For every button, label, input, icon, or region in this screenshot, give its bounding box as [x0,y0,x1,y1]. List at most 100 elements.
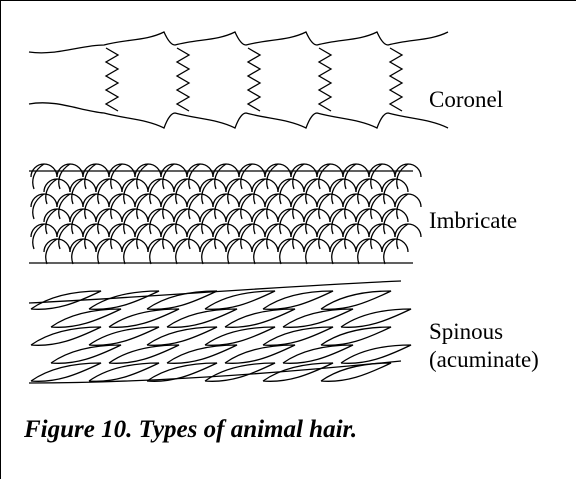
imbricate-scale [304,209,330,234]
imbricate-scale [96,209,122,234]
imbricate-scale [226,239,252,264]
imbricate-scale [109,194,135,219]
imbricate-scale [330,209,356,234]
imbricate-scale [31,164,57,189]
imbricate-scale [226,209,252,234]
spinous-scale [225,309,295,327]
imbricate-scale [343,194,369,219]
spinous-scale [205,363,275,381]
imbricate-scale [278,209,304,234]
imbricate-scale [70,239,96,264]
imbricate-scale [304,179,330,204]
imbricate-scale [291,164,317,189]
spinous-scale [109,345,179,363]
imbricate-scale [31,224,57,249]
coronal-scale-edge [106,48,118,111]
imbricate-scale [369,194,395,219]
spinous-scale [167,345,237,363]
spinous-scale [283,345,353,363]
spinous-scale [263,291,333,309]
imbricate-scale [291,224,317,249]
spinous-scale [283,309,353,327]
spinous-scale [109,309,179,327]
coronal-hair-illustration [29,32,448,128]
spinous-scale [321,327,391,345]
imbricate-scale [174,239,200,264]
coronal-scale-edge [319,48,331,111]
spinous-hair-illustration [29,281,411,383]
coronal-top-outline [29,32,448,53]
imbricate-scale [356,179,382,204]
imbricate-scale [369,164,395,189]
imbricate-scale [239,164,265,189]
imbricate-scale [148,209,174,234]
imbricate-scale [148,179,174,204]
imbricate-scale [200,179,226,204]
imbricate-scale [122,179,148,204]
imbricate-scale [239,224,265,249]
imbricate-scale [44,239,70,264]
imbricate-scale [161,194,187,219]
imbricate-scale [213,224,239,249]
imbricate-scale [304,239,330,264]
imbricate-scale [122,209,148,234]
spinous-scale [321,291,391,309]
imbricate-scale [122,239,148,264]
coronal-label: Coronel [429,87,503,113]
spinous-scale [31,363,101,381]
imbricate-scale [226,179,252,204]
imbricate-scale [31,194,57,219]
imbricate-scale [135,164,161,189]
coronal-scale-edge [177,48,189,111]
spinous-scale [225,345,295,363]
imbricate-scale [174,209,200,234]
imbricate-scale [200,209,226,234]
imbricate-scale [330,179,356,204]
imbricate-scale [44,209,70,234]
imbricate-scale [57,194,83,219]
spinous-scale [205,291,275,309]
imbricate-scale [239,194,265,219]
spinous-scale [341,309,411,327]
imbricate-scale [343,224,369,249]
imbricate-scale [161,164,187,189]
spinous-scale [89,291,159,309]
spinous-scale [51,309,121,327]
imbricate-scale [200,239,226,264]
spinous-scale [51,345,121,363]
spinous-label-subtitle: (acuminate) [429,347,539,373]
spinous-scale [89,363,159,381]
imbricate-scale [96,239,122,264]
imbricate-scale [317,224,343,249]
imbricate-scale [161,224,187,249]
imbricate-scale [343,164,369,189]
imbricate-label: Imbricate [429,208,517,234]
imbricate-scale [265,224,291,249]
imbricate-scale [382,179,408,204]
imbricate-scale [395,164,421,189]
imbricate-scale [187,194,213,219]
spinous-scale [263,327,333,345]
imbricate-scale [57,164,83,189]
imbricate-scale [252,179,278,204]
imbricate-scale [356,209,382,234]
coronal-scale-edge [390,48,402,111]
imbricate-scale [83,224,109,249]
imbricate-hair-illustration [29,164,421,264]
spinous-scale [167,309,237,327]
spinous-label: Spinous [429,319,503,345]
spinous-scale [147,327,217,345]
imbricate-scale [109,224,135,249]
imbricate-scale [252,209,278,234]
figure-caption: Figure 10. Types of animal hair. [24,416,357,444]
imbricate-scale [70,209,96,234]
coronal-scale-edge [248,48,260,111]
imbricate-scale [291,194,317,219]
imbricate-scale [83,164,109,189]
imbricate-scale [395,194,421,219]
imbricate-scale [57,224,83,249]
imbricate-scale [83,194,109,219]
imbricate-scale [330,239,356,264]
